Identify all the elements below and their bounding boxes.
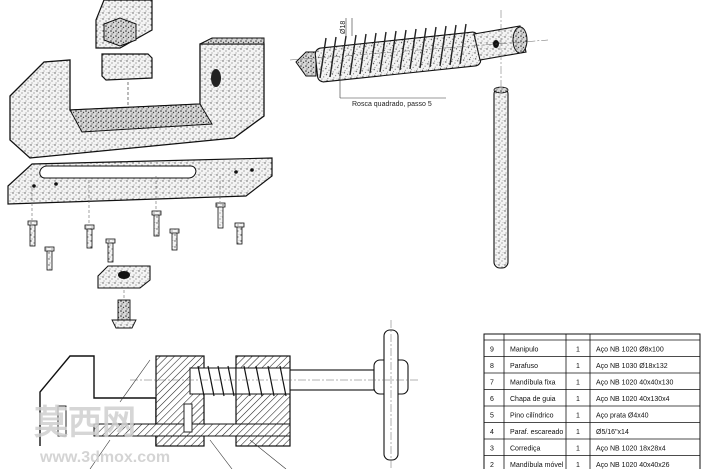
part-number-cell: 7: [490, 380, 494, 387]
part-qty-cell: 1: [576, 446, 580, 453]
part-material-cell: Aço NB 1030 Ø18x132: [596, 363, 668, 370]
part-material-cell: Aço NB 1020 40x130x4: [596, 396, 670, 403]
part-qty-cell: 1: [576, 429, 580, 436]
slide-nut: [97, 265, 151, 289]
part-qty-cell: 1: [576, 380, 580, 387]
part-number-cell: 6: [490, 396, 494, 403]
part-qty-cell: 1: [576, 363, 580, 370]
svg-text:www.3dmox.com: www.3dmox.com: [39, 449, 170, 466]
part-number-cell: 8: [490, 363, 494, 370]
movable-jaw-part: [95, 0, 153, 81]
parts-list-row: 8 Parafuso 1 Aço NB 1030 Ø18x132: [484, 356, 700, 370]
parts-list-row: 2 Mandíbula móvel 1 Aço NB 1020 40x40x26: [484, 455, 700, 469]
parts-list-row: 7 Mandíbula fixa 1 Aço NB 1020 40x40x130: [484, 372, 700, 387]
fastener-screws: [27, 202, 245, 271]
part-name-cell: Mandíbula fixa: [510, 380, 556, 387]
diameter-annotation: Ø18: [340, 21, 347, 34]
part-name-cell: Manipulo: [510, 347, 539, 354]
part-name-cell: Mandíbula móvel: [510, 462, 564, 469]
parts-list-row: 6 Chapa de guia 1 Aço NB 1020 40x130x4: [484, 389, 700, 403]
part-qty-cell: 1: [576, 347, 580, 354]
svg-text:莫西网: 莫西网: [34, 404, 136, 442]
part-qty-cell: 1: [576, 462, 580, 469]
part-material-cell: Ø5/16"x14: [596, 429, 629, 436]
part-qty-cell: 1: [576, 396, 580, 403]
part-name-cell: Corrediça: [510, 446, 540, 453]
part-number-cell: 3: [490, 446, 494, 453]
handle-rod: [493, 86, 509, 269]
part-number-cell: 9: [490, 347, 494, 354]
part-name-cell: Paraf. escareado: [510, 429, 563, 436]
parts-list-row: 3 Corrediça 1 Aço NB 1020 18x28x4: [484, 438, 700, 453]
countersunk-screw: [111, 290, 137, 329]
part-name-cell: Pino cilíndrico: [510, 413, 554, 420]
lead-screw: [295, 23, 528, 83]
part-number-cell: 5: [490, 413, 494, 420]
thread-note: Rosca quadrado, passo 5: [352, 101, 432, 108]
part-material-cell: Aço NB 1020 Ø8x100: [596, 347, 664, 354]
part-qty-cell: 1: [576, 413, 580, 420]
part-name-cell: Chapa de guia: [510, 396, 556, 403]
fixed-jaw-body: [9, 37, 265, 159]
part-name-cell: Parafuso: [510, 363, 538, 370]
part-material-cell: Aço NB 1020 40x40x26: [596, 462, 670, 469]
parts-list-row: 4 Paraf. escareado 1 Ø5/16"x14: [484, 422, 700, 436]
watermark: 莫西网 www.3dmox.com: [34, 404, 170, 466]
assembly-section-view: [39, 320, 420, 469]
part-material-cell: Aço NB 1020 18x28x4: [596, 446, 666, 453]
part-number-cell: 4: [490, 429, 494, 436]
part-material-cell: Aço NB 1020 40x40x130: [596, 380, 674, 387]
guide-plate: [7, 157, 273, 205]
parts-list-row: 5 Pino cilíndrico 1 Aço prata Ø4x40: [484, 405, 700, 420]
part-number-cell: 2: [490, 462, 494, 469]
parts-list-row: 9 Manipulo 1 Aço NB 1020 Ø8x100: [484, 339, 700, 354]
part-material-cell: Aço prata Ø4x40: [596, 413, 649, 420]
